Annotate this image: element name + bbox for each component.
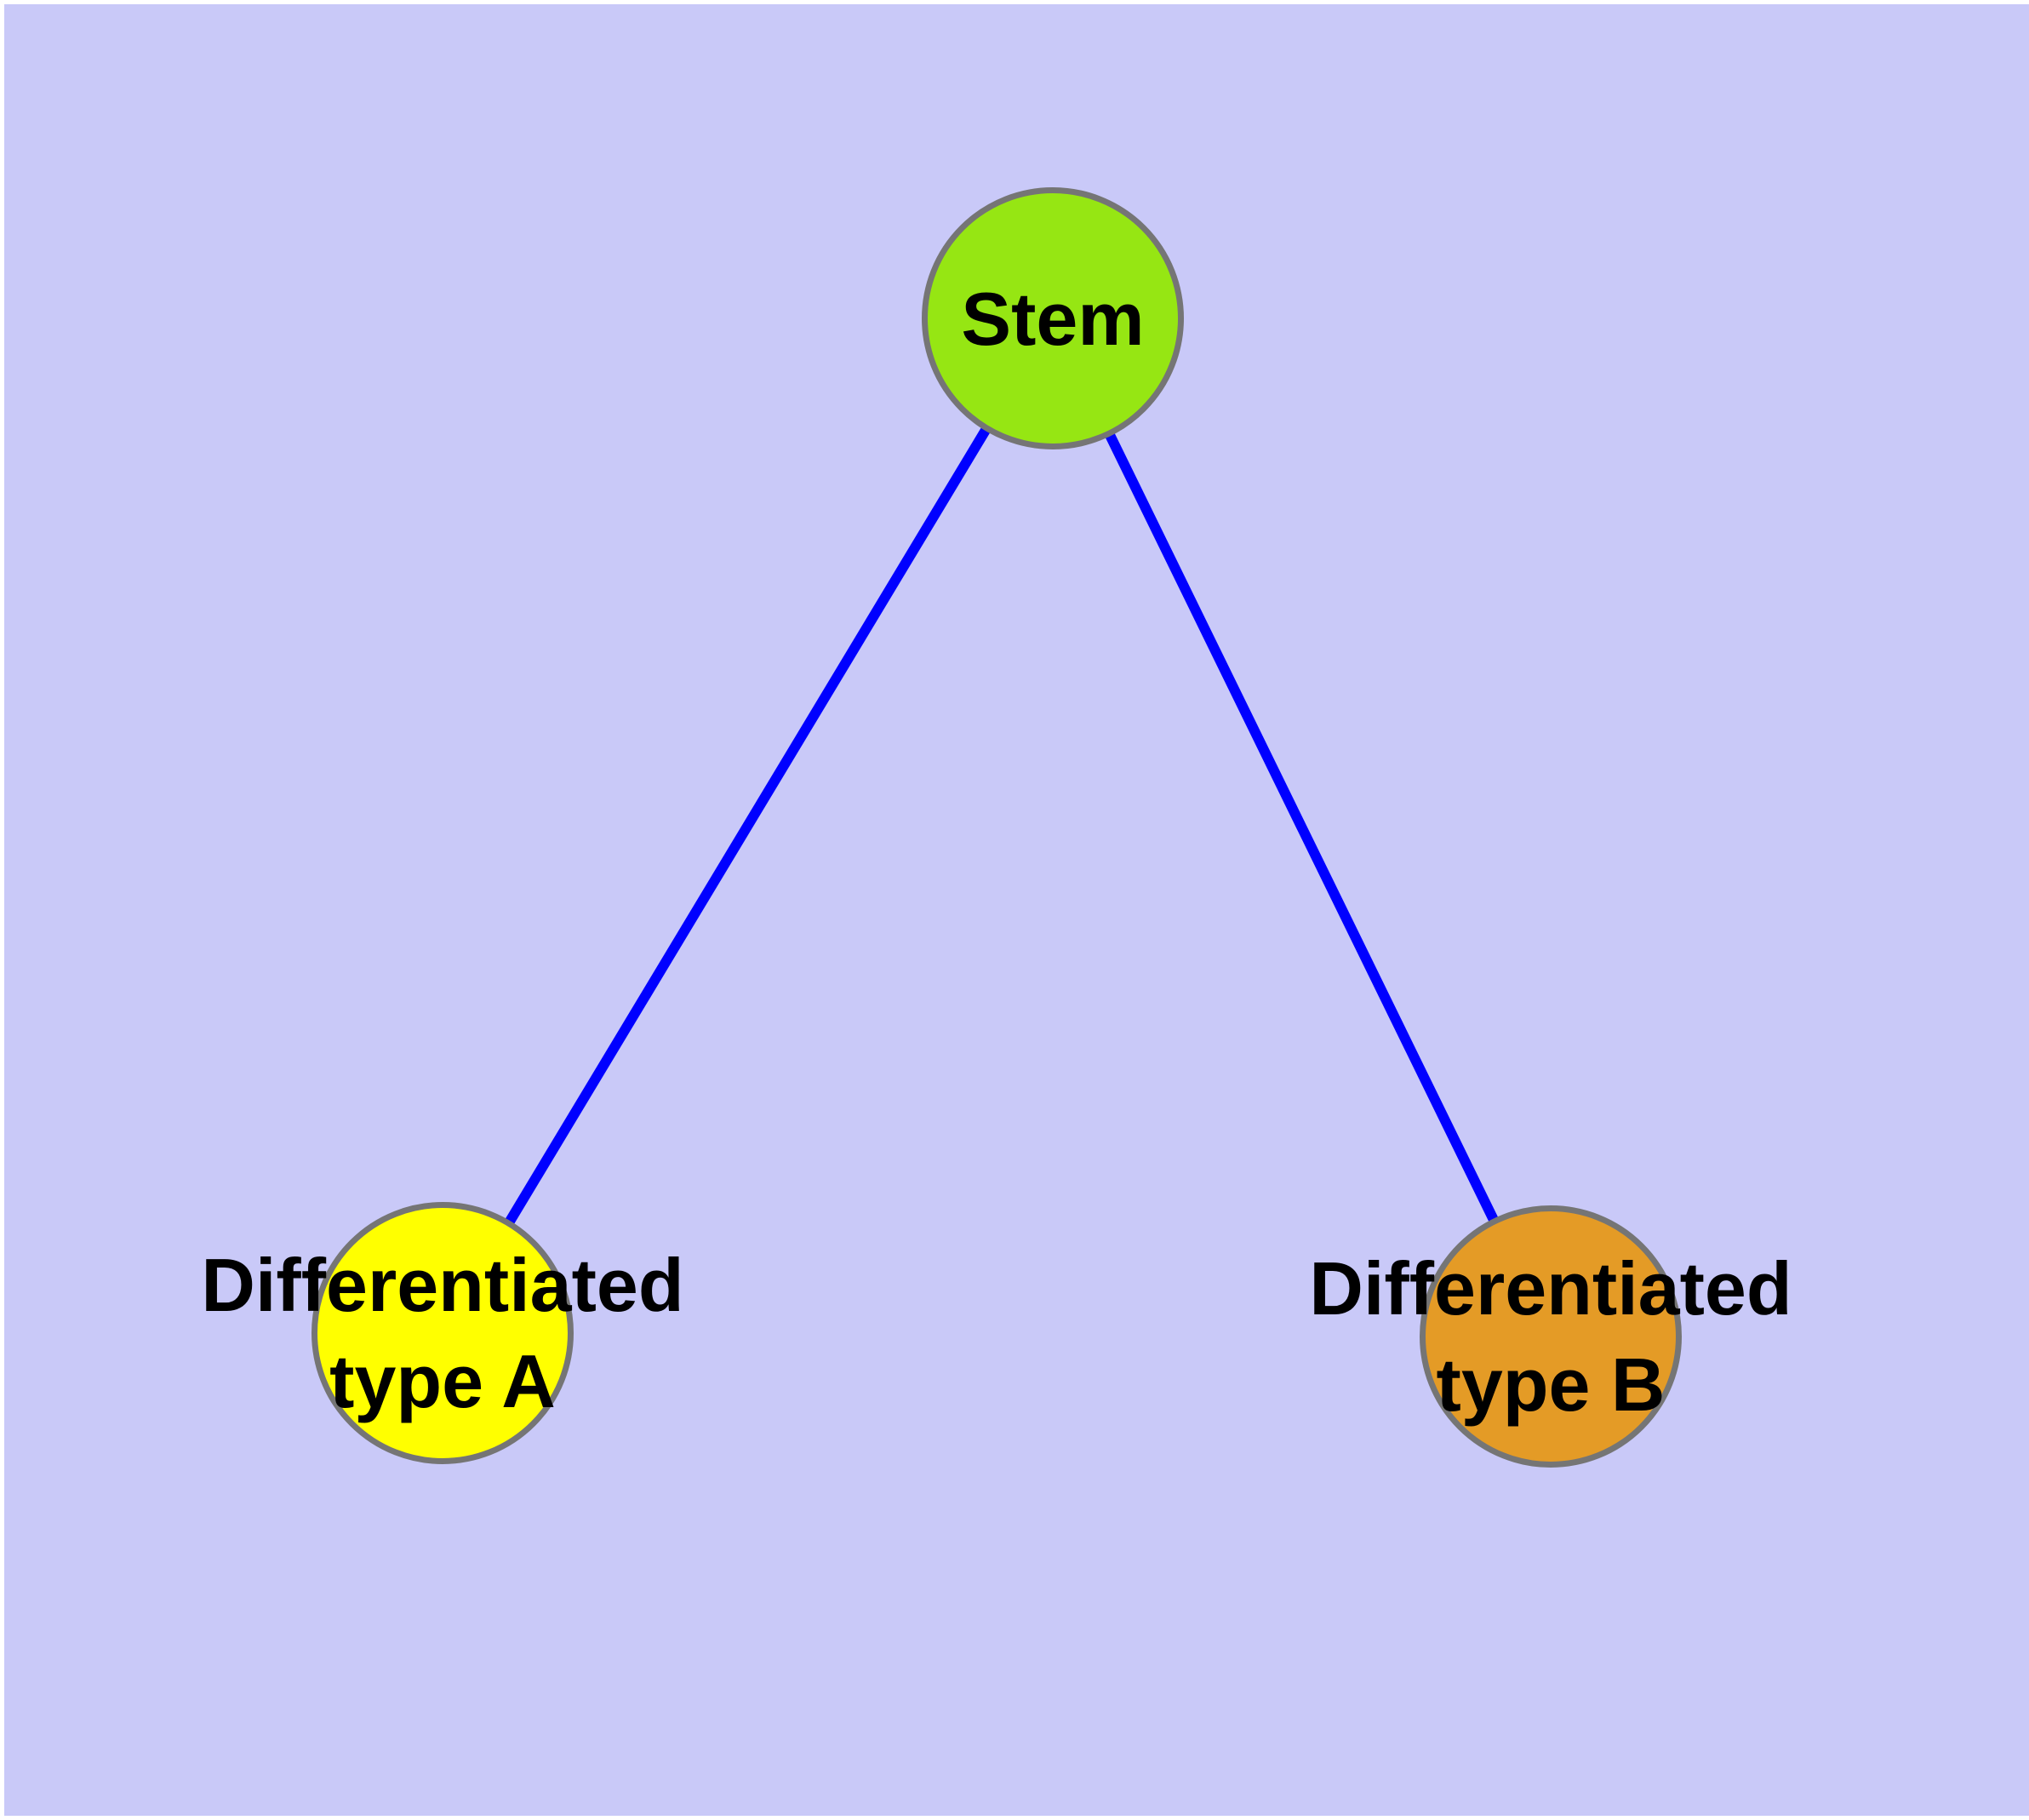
edge-stem-to-type-a bbox=[437, 315, 1058, 1336]
node-stem-label: Stem bbox=[961, 276, 1145, 361]
label-line-1: Differentiated bbox=[1309, 1246, 1792, 1331]
node-differentiated-type-a: Differentiated type A bbox=[201, 1202, 684, 1464]
label-line-2: type A bbox=[329, 1339, 556, 1423]
label-line-1: Differentiated bbox=[201, 1243, 684, 1327]
label-line-2: type B bbox=[1436, 1342, 1666, 1427]
node-differentiated-type-a-label: Differentiated type A bbox=[201, 1237, 683, 1429]
node-differentiated-type-b-label: Differentiated type B bbox=[1309, 1240, 1792, 1433]
node-differentiated-type-b: Differentiated type B bbox=[1309, 1205, 1792, 1468]
node-stem: Stem bbox=[922, 187, 1184, 449]
edge-stem-to-type-b bbox=[1048, 316, 1556, 1339]
